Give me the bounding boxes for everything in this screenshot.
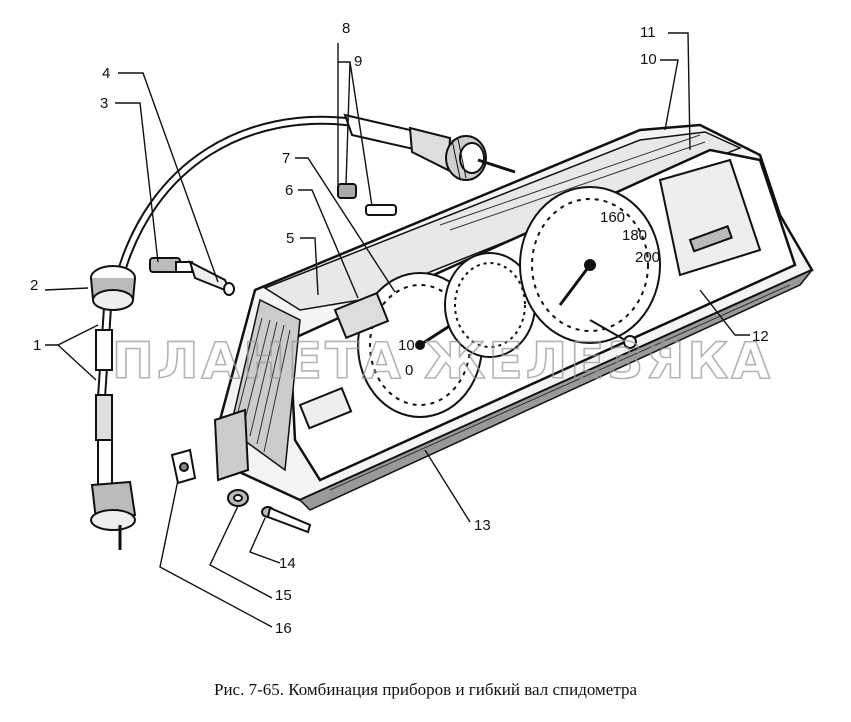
mounting-screw (261, 506, 312, 534)
callout-12: 12 (752, 328, 769, 345)
clip (170, 448, 197, 485)
callout-7: 7 (282, 150, 290, 167)
leader-lines (44, 32, 750, 628)
cable-upper-fitting (343, 113, 516, 181)
callout-1: 1 (33, 337, 41, 354)
figure-caption: Рис. 7-65. Комбинация приборов и гибкий … (213, 680, 638, 699)
callout-11: 11 (640, 24, 656, 41)
washer (227, 489, 249, 507)
callout-9: 9 (354, 53, 362, 70)
callout-16: 16 (275, 620, 292, 637)
lamp-holder (149, 257, 235, 296)
callout-10: 10 (640, 51, 657, 68)
speedo-tick-180: 180 (622, 227, 647, 244)
mounting-bracket (213, 408, 250, 482)
callout-15: 15 (275, 587, 292, 604)
speedometer: 160 180 200 (519, 186, 661, 344)
right-indicator-panel (658, 158, 762, 277)
callout-8: 8 (342, 20, 350, 37)
indicator-bulbs (337, 183, 397, 216)
watermark: ПЛАНЕТА ЖЕЛЕЗЯКА (112, 332, 773, 390)
callout-4: 4 (102, 65, 110, 82)
left-indicator-panel (298, 291, 390, 430)
callout-13: 13 (474, 517, 491, 534)
callout-3: 3 (100, 95, 108, 112)
callout-14: 14 (279, 555, 296, 572)
tacho-zero-label: 0 (405, 362, 413, 379)
cable-lower-end (90, 329, 137, 550)
callout-labels: 1 2 3 4 5 6 7 8 9 10 11 12 13 14 15 16 (30, 20, 769, 637)
trip-reset-knob (589, 319, 637, 349)
cable-grommet (90, 265, 136, 311)
callout-6: 6 (285, 182, 293, 199)
callout-5: 5 (286, 230, 294, 247)
callout-2: 2 (30, 277, 38, 294)
tacho-ten-label: 10 (398, 337, 415, 354)
speedo-tick-160: 160 (600, 209, 625, 226)
housing-hatching (235, 134, 791, 491)
speedo-tick-200: 200 (635, 249, 660, 266)
